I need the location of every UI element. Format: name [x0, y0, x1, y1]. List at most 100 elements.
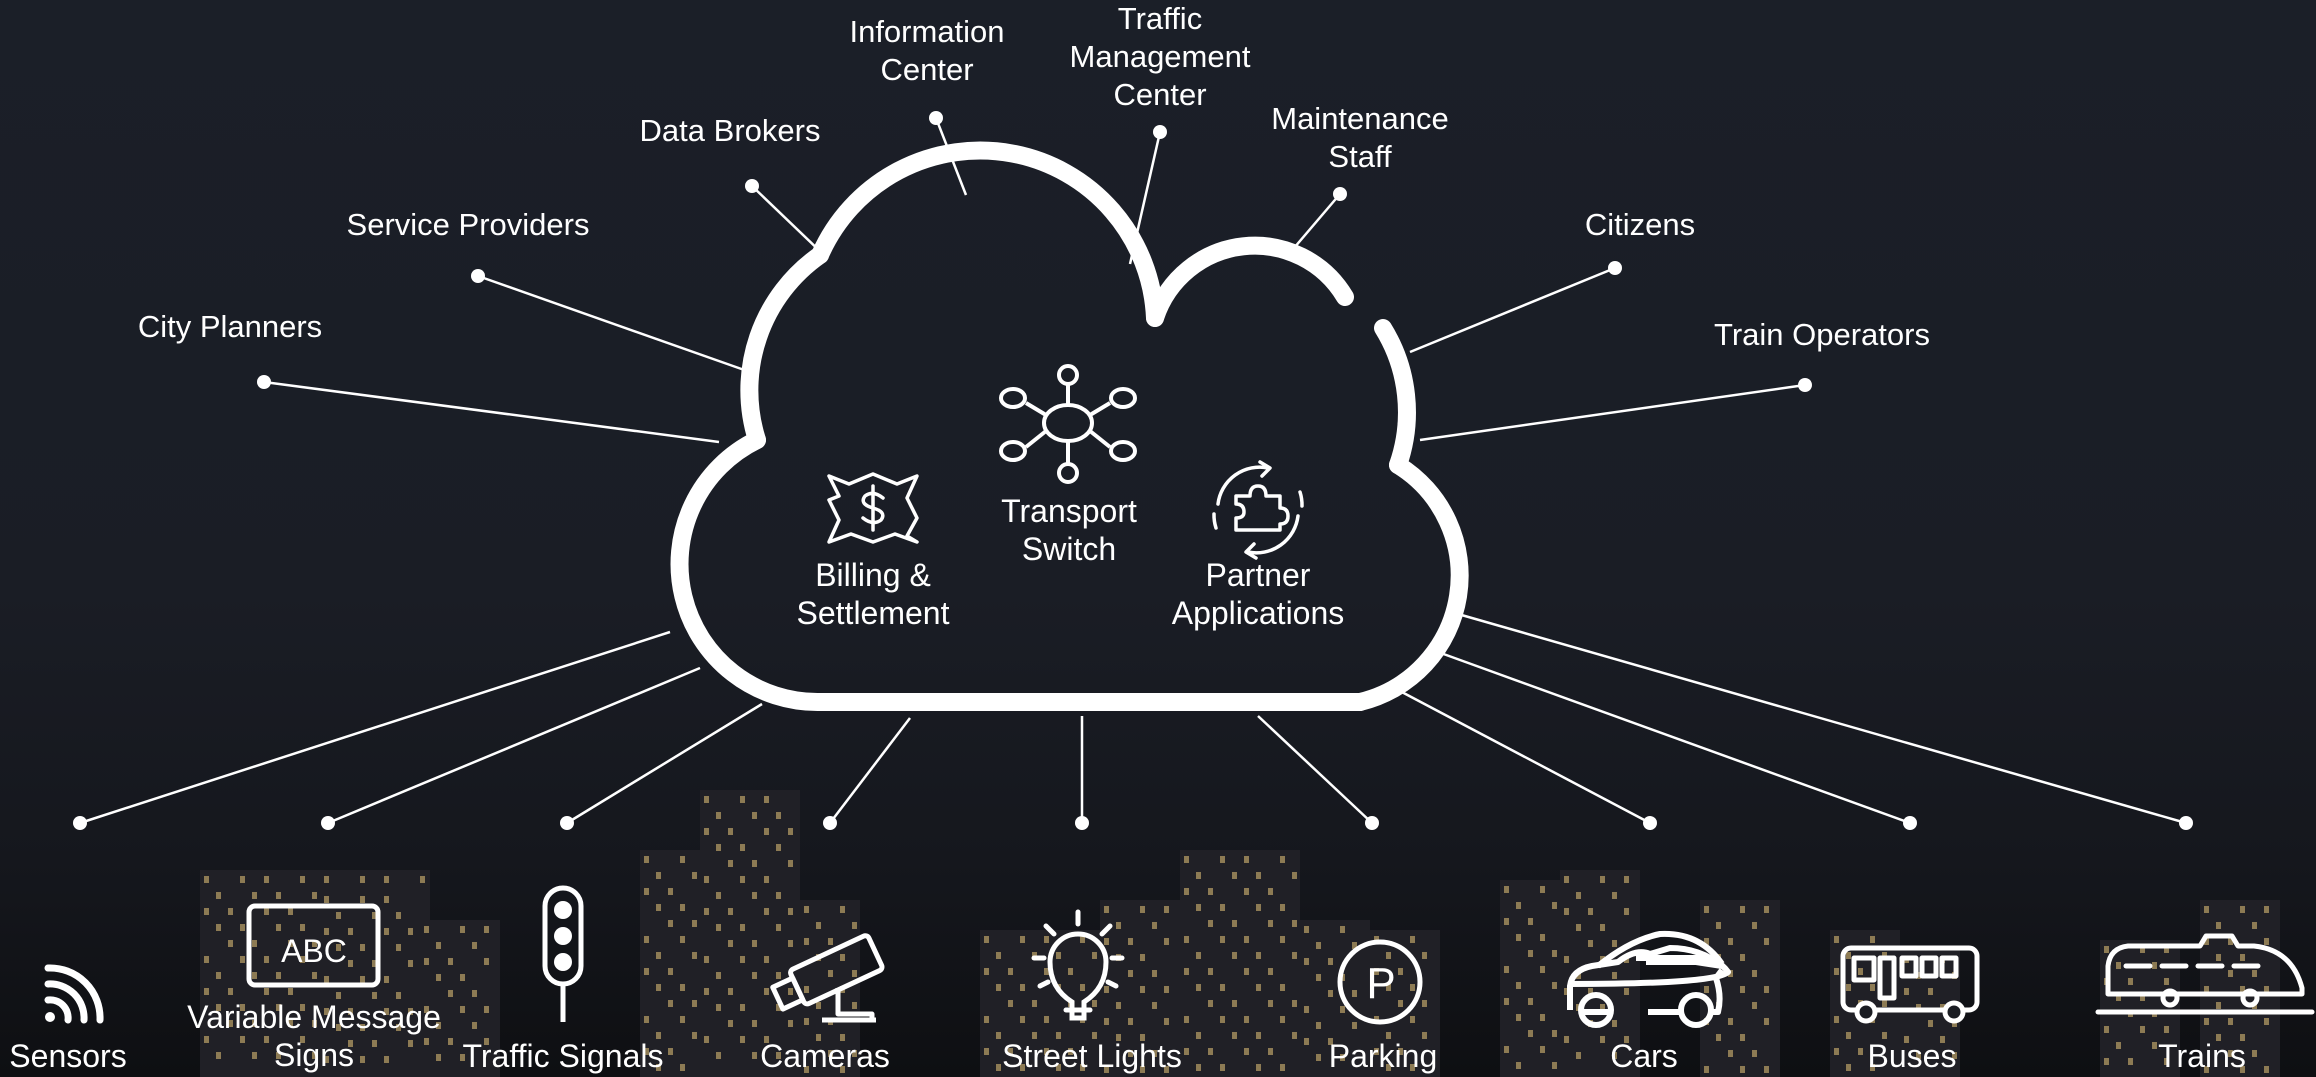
skyline-window-light: [1304, 958, 1309, 965]
skyline-window-light: [1244, 888, 1249, 895]
skyline-window-light: [436, 974, 441, 981]
skyline-window-light: [740, 956, 745, 963]
skyline-window-light: [1504, 886, 1509, 893]
skyline-window-light: [1164, 906, 1169, 913]
skyline-window-light: [324, 876, 329, 883]
skyline-window-light: [396, 944, 401, 951]
skyline-window-light: [240, 956, 245, 963]
skyline-window-light: [1184, 888, 1189, 895]
parking-icon: P: [1337, 939, 1423, 1025]
skyline-window-light: [704, 876, 709, 883]
skyline-window-light: [484, 1038, 489, 1045]
skyline-window-light: [2264, 986, 2269, 993]
skyline-window-light: [996, 1064, 1001, 1071]
skyline-window-light: [728, 1020, 733, 1027]
skyline-window-light: [240, 1036, 245, 1043]
device-label-variable-message-signs: Variable Message Signs: [187, 999, 441, 1073]
skyline-window-light: [264, 988, 269, 995]
skyline-window-light: [324, 896, 329, 903]
skyline-window-light: [288, 1020, 293, 1027]
skyline-window-light: [1140, 1066, 1145, 1073]
stakeholder-endpoint-dot-2: [745, 179, 759, 193]
skyline-window-light: [276, 972, 281, 979]
skyline-window-light: [1952, 1052, 1957, 1059]
skyline-window-light: [752, 1052, 757, 1059]
stakeholder-endpoint-dot-7: [1798, 378, 1812, 392]
skyline-window-light: [816, 922, 821, 929]
skyline-window-light: [2116, 962, 2121, 969]
skyline-window-light: [448, 1038, 453, 1045]
skyline-window-light: [1588, 940, 1593, 947]
skyline-window-light: [1220, 904, 1225, 911]
skyline-window-light: [360, 944, 365, 951]
skyline-window-light: [264, 1036, 269, 1043]
skyline-window-light: [424, 926, 429, 933]
skyline-window-light: [2152, 962, 2157, 969]
skyline-window-light: [2264, 938, 2269, 945]
skyline-window-light: [776, 972, 781, 979]
skyline-window-light: [1528, 998, 1533, 1005]
skyline-window-light: [324, 976, 329, 983]
skyline-window-light: [1516, 902, 1521, 909]
skyline-window-light: [1280, 904, 1285, 911]
skyline-window-light: [1740, 1066, 1745, 1073]
skyline-window-light: [1516, 982, 1521, 989]
car-icon: [1567, 930, 1731, 1028]
skyline-window-light: [484, 926, 489, 933]
skyline-window-light: [1752, 1002, 1757, 1009]
skyline-window-light: [1716, 1034, 1721, 1041]
skyline-window-light: [996, 1032, 1001, 1039]
skyline-window-light: [1588, 988, 1593, 995]
skyline-window-light: [2164, 1026, 2169, 1033]
skyline-window-light: [2116, 994, 2121, 1001]
skyline-window-light: [1374, 968, 1379, 975]
skyline-window-light: [204, 956, 209, 963]
skyline-window-light: [2116, 1042, 2121, 1049]
stakeholder-endpoint-dot-1: [471, 269, 485, 283]
skyline-window-light: [1268, 1048, 1273, 1055]
skyline-window-light: [1220, 936, 1225, 943]
skyline-window-light: [312, 1052, 317, 1059]
skyline-window-light: [276, 1052, 281, 1059]
skyline-window-light: [2204, 1018, 2209, 1025]
skyline-window-light: [1600, 924, 1605, 931]
skyline-window-light: [2228, 938, 2233, 945]
connector-lines: [73, 111, 2193, 830]
skyline-window-light: [1564, 988, 1569, 995]
skyline-window-light: [1340, 1054, 1345, 1061]
skyline-window-light: [312, 972, 317, 979]
skyline-window-light: [288, 988, 293, 995]
skyline-window-light: [680, 984, 685, 991]
skyline-building-5: [800, 900, 860, 1077]
stakeholder-label-service-providers: Service Providers: [346, 207, 590, 242]
skyline-window-light: [764, 796, 769, 803]
skyline-window-light: [384, 976, 389, 983]
skyline-window-light: [716, 924, 721, 931]
skyline-building-3: [640, 850, 700, 1077]
skyline-window-light: [252, 940, 257, 947]
skyline-window-light: [1422, 952, 1427, 959]
device-connector-0: [79, 630, 671, 825]
skyline-window-light: [1220, 856, 1225, 863]
device-endpoint-dot-2: [560, 816, 574, 830]
skyline-window-light: [1352, 942, 1357, 949]
skyline-window-light: [1220, 1016, 1225, 1023]
skyline-window-light: [1834, 936, 1839, 943]
skyline-window-light: [1140, 1034, 1145, 1041]
skyline-window-light: [1068, 1048, 1073, 1055]
skyline-window-light: [1398, 1048, 1403, 1055]
skyline-window-light: [704, 956, 709, 963]
skyline-window-light: [1020, 1016, 1025, 1023]
network-hub-icon: [999, 364, 1137, 484]
skyline-window-light: [1044, 1048, 1049, 1055]
skyline-window-light: [324, 1056, 329, 1063]
skyline-window-light: [408, 960, 413, 967]
skyline-window-light: [384, 896, 389, 903]
skyline-window-light: [1374, 1048, 1379, 1055]
skyline-window-light: [728, 908, 733, 915]
skyline-window-light: [1244, 936, 1249, 943]
skyline-window-light: [228, 988, 233, 995]
skyline-window-light: [1740, 954, 1745, 961]
skyline-window-light: [2228, 1050, 2233, 1057]
svg-text:ABC: ABC: [281, 933, 347, 969]
